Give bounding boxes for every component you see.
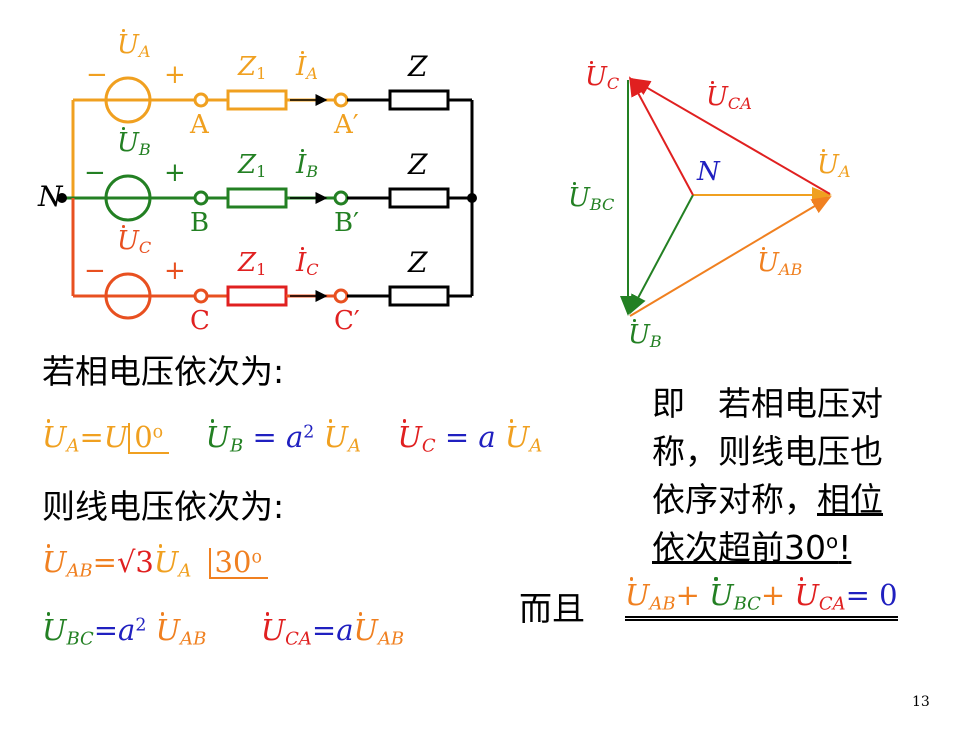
load-z-c xyxy=(388,285,450,307)
phasor-label-ubc: UBC xyxy=(568,182,615,215)
line-voltage-intro: 则线电压依次为: xyxy=(42,487,285,526)
node-c-prime: C′ xyxy=(334,306,360,336)
terminal-a2-icon xyxy=(333,92,349,108)
label-uc: UC xyxy=(117,225,152,258)
phasor-uca xyxy=(630,77,831,195)
neutral-node-icon xyxy=(57,193,67,203)
minus-c: − xyxy=(84,256,106,286)
note-line-1: 即 若相电压对 xyxy=(652,384,883,423)
load-z-a xyxy=(388,89,450,111)
plus-c: + xyxy=(164,256,186,286)
three-phase-circuit xyxy=(57,76,477,320)
note-line-3: 依序对称，相位 xyxy=(652,480,883,519)
node-a-prime: A′ xyxy=(334,110,359,140)
phasor-uab xyxy=(629,195,832,317)
node-a: A xyxy=(190,110,209,140)
equation-sum-zero: UAB+ UBC+ UCA= 0 xyxy=(625,577,898,621)
node-b: B xyxy=(190,208,210,238)
terminal-a-icon xyxy=(193,92,209,108)
label-z1-a: Z1 xyxy=(238,52,267,84)
equation-ubc-uca: UBC=a2 UAB UCA=aUAB xyxy=(42,612,405,650)
impedance-z1-b xyxy=(226,187,288,209)
label-ua: UA xyxy=(117,29,151,62)
terminal-c-icon xyxy=(193,288,209,304)
phase-voltage-intro: 若相电压依次为: xyxy=(42,352,285,391)
phasor-label-n: N xyxy=(697,157,720,187)
equation-uab: UAB=√3UA 30o xyxy=(42,544,268,580)
note-line-2: 称，则线电压也 xyxy=(652,432,883,471)
label-ub: UB xyxy=(117,127,151,160)
label-ia: IA xyxy=(296,51,318,84)
plus-b: + xyxy=(164,158,186,188)
label-z1-c: Z1 xyxy=(238,248,267,280)
phasor-label-uca: UCA xyxy=(706,81,752,114)
node-b-prime: B′ xyxy=(334,208,360,238)
phasor-label-ub: UB xyxy=(628,319,662,352)
phasor-diagram xyxy=(620,76,832,317)
minus-b: − xyxy=(84,158,106,188)
impedance-z1-a xyxy=(226,89,288,111)
load-neutral-node-icon xyxy=(467,193,477,203)
terminal-c2-icon xyxy=(333,288,349,304)
label-ic: IC xyxy=(296,247,319,280)
label-ib: IB xyxy=(296,149,319,182)
phasor-uc xyxy=(629,76,694,196)
label-z1-b: Z1 xyxy=(238,150,267,182)
minus-a: − xyxy=(86,60,108,90)
phasor-label-ua: UA xyxy=(817,149,851,182)
phase-b-branch xyxy=(62,174,349,222)
label-z-a: Z xyxy=(408,50,428,83)
node-c: C xyxy=(190,306,210,336)
label-neutral: N xyxy=(38,180,63,213)
label-z-c: Z xyxy=(408,246,428,279)
phasor-label-uab: UAB xyxy=(757,247,803,280)
phasor-label-uc: UC xyxy=(585,61,620,94)
load-z-b xyxy=(388,187,450,209)
label-z-b: Z xyxy=(408,148,428,181)
page-number: 13 xyxy=(912,694,930,710)
phasor-ub xyxy=(629,194,694,315)
plus-a: + xyxy=(164,60,186,90)
note-block: 即 若相电压对 称，则线电压也 依序对称，相位 依次超前30o! xyxy=(652,380,883,572)
terminal-b-icon xyxy=(193,190,209,206)
note-line-4: 依次超前30o! xyxy=(652,528,852,567)
and-label: 而且 xyxy=(519,589,585,628)
terminal-b2-icon xyxy=(333,190,349,206)
impedance-z1-c xyxy=(226,285,288,307)
